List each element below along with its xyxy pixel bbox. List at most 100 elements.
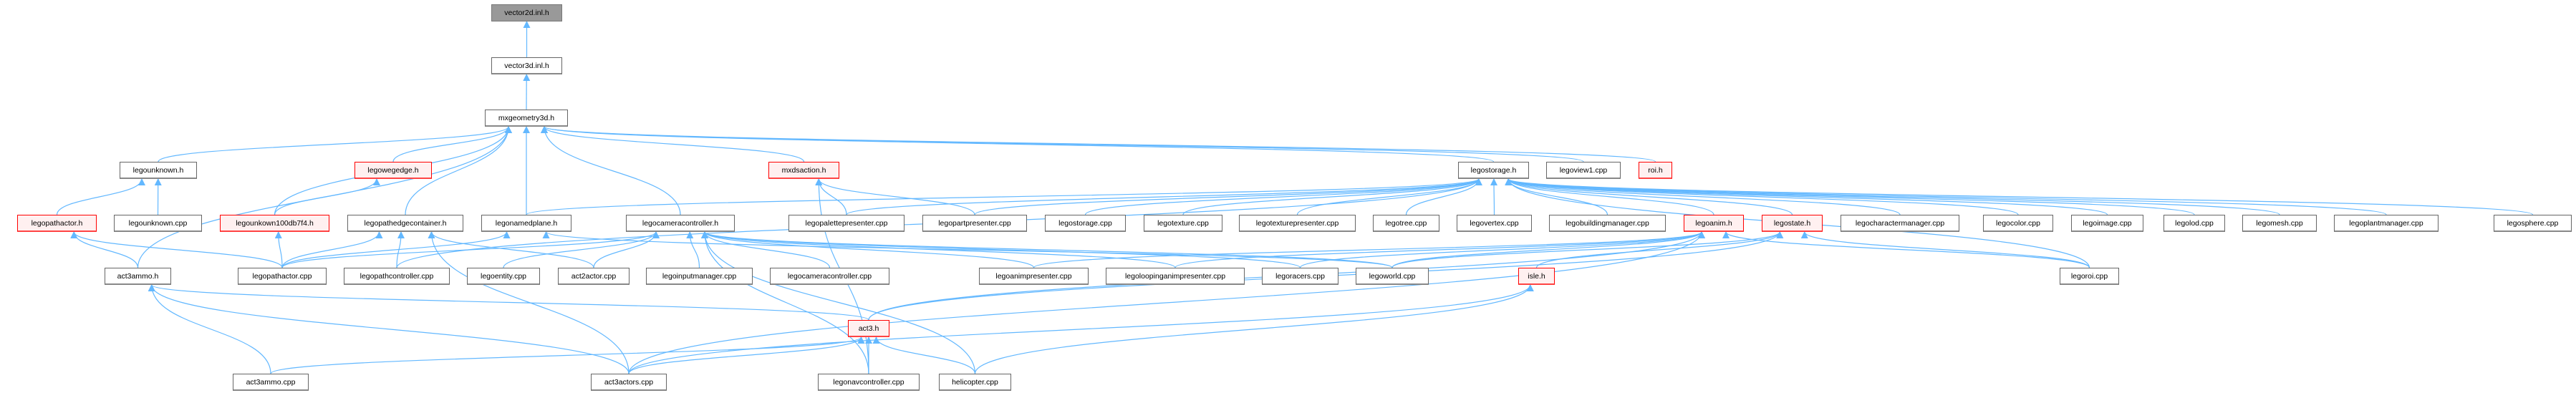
edge-legoimage-to-legostorage_h <box>1505 178 2108 215</box>
edge-legobuildingmanager-to-legostorage_h <box>1505 178 1608 215</box>
edge-legoroi-to-legoanim <box>1722 231 2090 268</box>
edge-legounknown_h-to-mxgeometry3d <box>158 126 512 162</box>
graph-node-legonavcontroller[interactable]: legonavcontroller.cpp <box>818 374 920 391</box>
edge-legoloopinganimpresenter-to-legocameracontroller_h <box>701 231 1176 268</box>
graph-node-legoimage[interactable]: legoimage.cpp <box>2071 215 2143 232</box>
edge-legoworld-to-legonamedplane <box>542 231 1393 268</box>
graph-node-vector3d[interactable]: vector3d.inl.h <box>491 57 562 74</box>
graph-node-legocameracontroller-h[interactable]: legocameracontroller.h <box>626 215 735 232</box>
graph-node-legonamedplane[interactable]: legonamedplane.h <box>481 215 571 232</box>
edge-legoworld-to-legocameracontroller_h <box>701 231 1393 268</box>
edge-helicopter-to-legocameracontroller_h <box>701 231 976 374</box>
edge-legopathactor_cpp-to-legopathedgecontainer <box>281 231 383 268</box>
edge-legoanimpresenter-to-legoanim <box>1033 231 1705 268</box>
graph-node-legopalettepresenter[interactable]: legopalettepresenter.cpp <box>788 215 905 232</box>
edge-legounkown100db7f4-to-legowegedge <box>274 178 380 215</box>
edge-legotree-to-legostorage_h <box>1405 178 1482 215</box>
edge-act3actors-to-act3 <box>628 336 865 374</box>
graph-node-helicopter[interactable]: helicopter.cpp <box>939 374 1011 391</box>
edge-act3ammo_cpp-to-act3ammo_h <box>148 284 271 374</box>
graph-node-act3ammo-cpp[interactable]: act3ammo.cpp <box>233 374 309 391</box>
graph-node-legowegedge[interactable]: legowegedge.h <box>354 162 432 179</box>
edge-legoroi-to-legostate <box>1800 231 2090 268</box>
edge-legocharactermanager-to-legostorage_h <box>1505 178 1901 215</box>
graph-node-legounknown-h[interactable]: legounknown.h <box>120 162 197 179</box>
graph-node-isle[interactable]: isle.h <box>1518 268 1555 285</box>
edge-legocameracontroller_cpp-to-legocameracontroller_h <box>701 231 831 268</box>
graph-node-legoview1[interactable]: legoview1.cpp <box>1546 162 1621 179</box>
graph-node-mxgeometry3d[interactable]: mxgeometry3d.h <box>485 110 568 127</box>
graph-node-legoloopinganimpresenter[interactable]: legoloopinganimpresenter.cpp <box>1106 268 1245 285</box>
graph-node-legopathcontroller[interactable]: legopathcontroller.cpp <box>344 268 450 285</box>
graph-node-legopathactor-h[interactable]: legopathactor.h <box>17 215 97 232</box>
graph-node-legotree[interactable]: legotree.cpp <box>1373 215 1439 232</box>
edge-mxdsaction-to-mxgeometry3d <box>541 126 805 162</box>
edge-legoinputmanager-to-legocameracontroller_h <box>686 231 700 268</box>
graph-node-act3actors[interactable]: act3actors.cpp <box>591 374 667 391</box>
graph-node-legostorage-cpp[interactable]: legostorage.cpp <box>1045 215 1126 232</box>
graph-node-legounkown100db7f4[interactable]: legounkown100db7f4.h <box>220 215 329 232</box>
edge-legopathactor_h-to-legounknown_h <box>56 178 145 215</box>
edge-act3actors-to-act3ammo_h <box>148 284 629 374</box>
graph-node-legostorage-h[interactable]: legostorage.h <box>1458 162 1529 179</box>
edge-legopalettepresenter-to-legostorage_h <box>846 178 1482 215</box>
edge-legonamedplane-to-legostorage_h <box>526 178 1482 215</box>
edge-legomesh-to-legostorage_h <box>1505 178 2280 215</box>
edge-legowegedge-to-mxgeometry3d <box>392 126 512 162</box>
graph-node-legosphere[interactable]: legosphere.cpp <box>2494 215 2572 232</box>
edge-legoworld-to-legostate <box>1391 231 1784 268</box>
edge-legopathactor_cpp-to-legonamedplane <box>281 231 511 268</box>
graph-node-legopartpresenter[interactable]: legopartpresenter.cpp <box>922 215 1027 232</box>
graph-node-legotexture[interactable]: legotexture.cpp <box>1144 215 1222 232</box>
edge-legopartpresenter-to-legostorage_h <box>974 178 1482 215</box>
graph-node-legovertex[interactable]: legovertex.cpp <box>1457 215 1532 232</box>
edge-legoview1-to-mxgeometry3d <box>541 126 1584 162</box>
edge-isle-to-legostate <box>1535 231 1784 268</box>
graph-node-legopathactor-cpp[interactable]: legopathactor.cpp <box>238 268 327 285</box>
graph-node-legoroi[interactable]: legoroi.cpp <box>2060 268 2119 285</box>
graph-node-legounknown-cpp[interactable]: legounknown.cpp <box>114 215 202 232</box>
graph-node-legolod[interactable]: legolod.cpp <box>2163 215 2225 232</box>
edge-act2actor-to-legopathedgecontainer <box>428 231 594 268</box>
graph-node-legobuildingmanager[interactable]: legobuildingmanager.cpp <box>1549 215 1666 232</box>
graph-node-legoanim[interactable]: legoanim.h <box>1684 215 1744 232</box>
edge-act2actor-to-legocameracontroller_h <box>593 231 660 268</box>
edge-act3ammo_h-to-legopathactor_h <box>70 231 139 268</box>
edge-legopalettepresenter-to-mxdsaction <box>815 178 847 215</box>
edge-legopathactor_cpp-to-legopathactor_h <box>70 231 283 268</box>
graph-node-legoplantmanager[interactable]: legoplantmanager.cpp <box>2334 215 2438 232</box>
edge-legotexture-to-legostorage_h <box>1182 178 1482 215</box>
graph-node-legostate[interactable]: legostate.h <box>1762 215 1823 232</box>
edge-act3-to-act3ammo_h <box>148 284 869 321</box>
edge-roi-to-mxgeometry3d <box>541 126 1656 162</box>
edge-legoloopinganimpresenter-to-legoanim <box>1174 231 1705 268</box>
edge-legoentity-to-legocameracontroller_h <box>503 231 660 268</box>
graph-node-legomesh[interactable]: legomesh.cpp <box>2242 215 2317 232</box>
graph-node-legoracers[interactable]: legoracers.cpp <box>1262 268 1338 285</box>
graph-node-legopathedgecontainer[interactable]: legopathedgecontainer.h <box>347 215 463 232</box>
graph-node-legoinputmanager[interactable]: legoinputmanager.cpp <box>646 268 753 285</box>
edge-act3ammo_cpp-to-act3 <box>270 336 865 374</box>
edge-legoracers-to-legocameracontroller_h <box>701 231 1301 268</box>
edge-helicopter-to-act3 <box>872 336 976 374</box>
graph-node-legocolor[interactable]: legocolor.cpp <box>1983 215 2053 232</box>
graph-node-act2actor[interactable]: act2actor.cpp <box>558 268 629 285</box>
edge-legopartpresenter-to-mxdsaction <box>815 178 975 215</box>
graph-node-act3[interactable]: act3.h <box>848 320 889 337</box>
graph-node-legoentity[interactable]: legoentity.cpp <box>467 268 540 285</box>
graph-node-legotexturepresenter[interactable]: legotexturepresenter.cpp <box>1239 215 1356 232</box>
edge-legocameracontroller_h-to-mxgeometry3d <box>541 126 681 215</box>
graph-node-legoanimpresenter[interactable]: legoanimpresenter.cpp <box>979 268 1089 285</box>
graph-node-roi[interactable]: roi.h <box>1639 162 1672 179</box>
graph-node-legoworld[interactable]: legoworld.cpp <box>1356 268 1429 285</box>
edge-legosphere-to-legostorage_h <box>1505 178 2534 215</box>
graph-node-act3ammo-h[interactable]: act3ammo.h <box>105 268 171 285</box>
graph-node-mxdsaction[interactable]: mxdsaction.h <box>768 162 839 179</box>
edge-legopathactor_cpp-to-legounkown100db7f4 <box>274 231 283 268</box>
graph-node-legocharactermanager[interactable]: legocharactermanager.cpp <box>1841 215 1959 232</box>
edge-act3actors-to-isle <box>628 284 1534 374</box>
graph-node-legocameracontroller-cpp[interactable]: legocameracontroller.cpp <box>770 268 889 285</box>
edge-legoanim-to-legostorage_h <box>1505 178 1714 215</box>
edge-helicopter-to-isle <box>974 284 1534 374</box>
